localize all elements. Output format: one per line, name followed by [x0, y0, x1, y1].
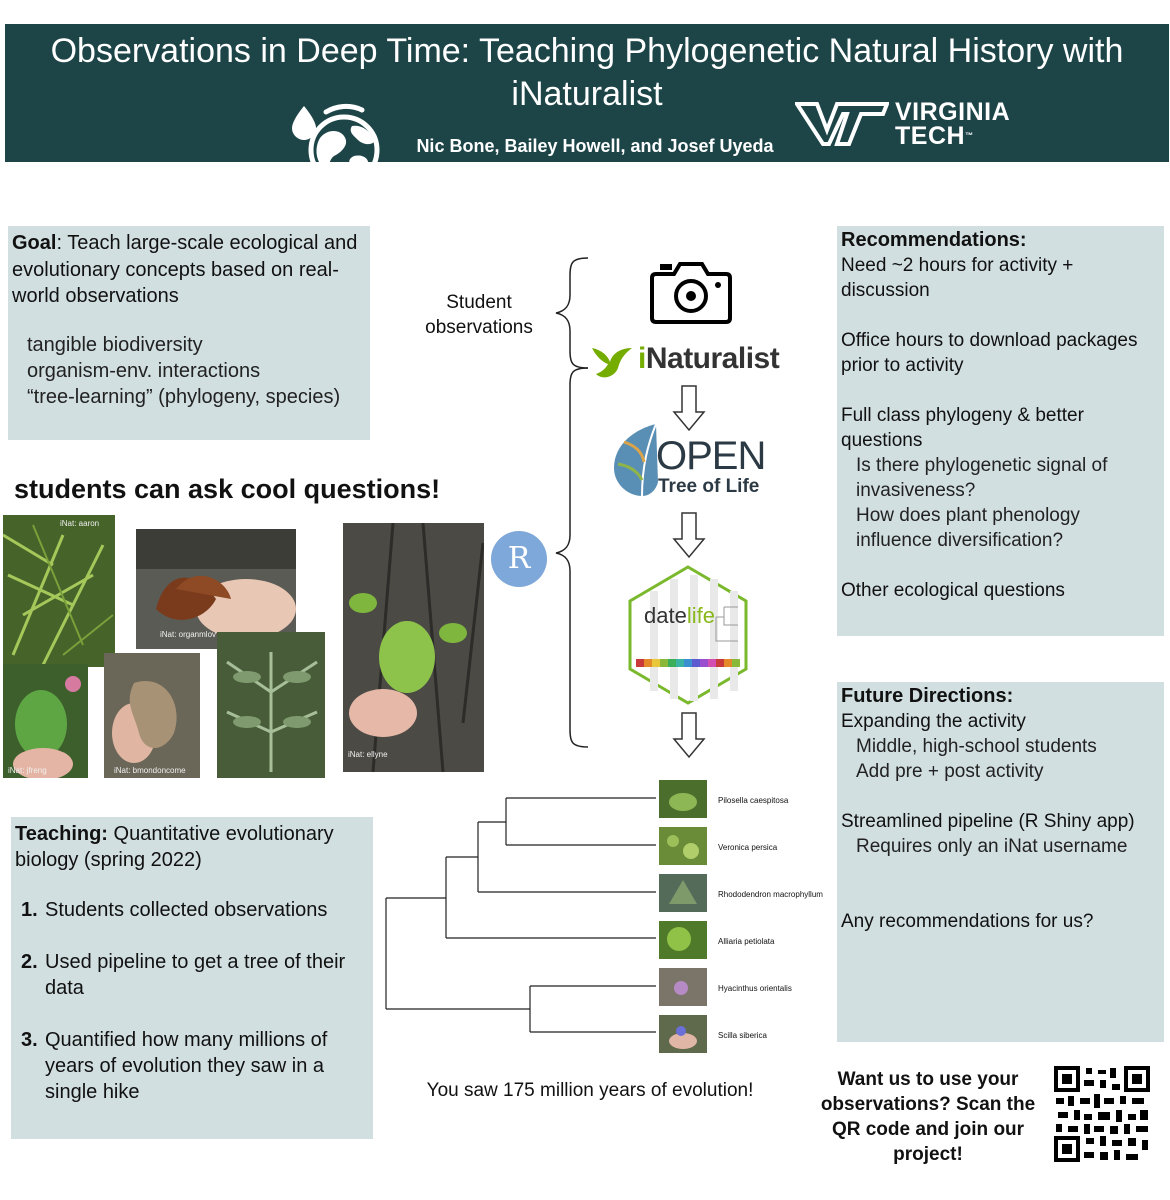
goal-label: Goal: [12, 232, 57, 254]
institution-line1: VIRGINIA: [895, 98, 1011, 126]
teaching-description: Quantitative evolutionary biology (sprin…: [15, 823, 334, 871]
datelife-hex-logo-icon: [628, 565, 748, 705]
goal-text: Goal: Teach large-scale ecological and e…: [12, 230, 366, 310]
species-label: Scilla siberica: [718, 1031, 767, 1040]
species-label: Veronica persica: [718, 843, 778, 852]
recommendation-item: Need ~2 hours for activity + discussion: [841, 255, 1074, 301]
recommendations-panel: Recommendations: Need ~2 hours for activ…: [837, 226, 1164, 636]
step-text: Quantified how many millions of years of…: [45, 1029, 328, 1103]
datelife-logo-text: datelife: [644, 603, 715, 629]
future-item: Streamlined pipeline (R Shiny app): [841, 811, 1135, 832]
goal-item: organism-env. interactions: [27, 359, 261, 382]
photo-credit: iNat: organmlov: [160, 630, 217, 639]
species-label: Pilosella caespitosa: [718, 796, 789, 805]
title-rest: Teaching Phylogenetic Natural History wi…: [470, 32, 1124, 113]
future-item: Any recommendations for us?: [841, 911, 1094, 932]
goal-description: : Teach large-scale ecological and evolu…: [12, 232, 358, 307]
arrow-down-icon: [672, 385, 706, 432]
photos-heading: students can ask cool questions!: [14, 474, 441, 504]
virginia-tech-logo-icon: [795, 102, 889, 146]
species-label: Alliaria petiolata: [718, 937, 775, 946]
species-photo: [659, 780, 707, 818]
trademark-mark: ™: [965, 131, 974, 140]
photo-credit: iNat: aaron: [60, 519, 100, 528]
authors: Nic Bone, Bailey Howell, and Josef Uyeda: [416, 136, 774, 156]
qr-code-icon[interactable]: [1054, 1066, 1150, 1162]
species-photo: [659, 1015, 707, 1053]
species-label: Rhododendron macrophyllum: [718, 890, 823, 899]
recommendation-item: Other ecological questions: [841, 580, 1065, 601]
evolution-caption: You saw 175 million years of evolution!: [426, 1080, 754, 1101]
brace-upper-icon: [555, 257, 589, 748]
inaturalist-logo: iNaturalist: [638, 342, 780, 376]
future-item: Expanding the activity: [841, 711, 1026, 732]
goal-item: “tree-learning” (phylogeny, species): [27, 385, 341, 408]
inaturalist-bird-icon: [592, 348, 632, 378]
recommendation-item: Office hours to download packages prior …: [841, 330, 1138, 376]
teaching-label: Teaching:: [15, 823, 108, 845]
photo-sapling: [343, 523, 484, 772]
photo-thistle: [217, 632, 325, 778]
photo-credit: iNat: jfreng: [8, 766, 47, 775]
future-subitem: Requires only an iNat username: [856, 836, 1128, 857]
species-photo: [659, 874, 707, 912]
photo-credit: iNat: ellyne: [348, 750, 388, 759]
future-directions-panel: Future Directions: Expanding the activit…: [837, 682, 1164, 1042]
photo-credit: iNat: bmondoncome: [114, 766, 186, 775]
photo-cedar: [3, 515, 115, 667]
future-subitem: Add pre + post activity: [856, 761, 1044, 782]
teaching-panel: Teaching: Quantitative evolutionary biol…: [11, 817, 373, 1139]
species-photo: [659, 827, 707, 865]
species-photo: [659, 968, 707, 1006]
inat-i: i: [638, 342, 646, 375]
institution-line2: TECH™: [895, 122, 974, 150]
step-number: 2.: [21, 951, 38, 973]
goal-panel: Goal: Teach large-scale ecological and e…: [8, 226, 370, 440]
header-banner: Observations in Deep Time: Teaching Phyl…: [5, 24, 1169, 182]
open-tree-tree-of-life: Tree of Life: [658, 476, 760, 497]
future-subitem: Middle, high-school students: [856, 736, 1097, 757]
institution-name: VIRGINIA TECH™: [895, 98, 1011, 150]
future-heading: Future Directions:: [841, 685, 1014, 707]
step-text: Used pipeline to get a tree of their dat…: [45, 951, 346, 999]
datelife-life: life: [686, 603, 715, 628]
arrow-down-icon: [672, 512, 706, 559]
title-bold: Observations in Deep Time:: [50, 32, 471, 70]
r-language-logo: R: [491, 531, 547, 587]
species-photo: [659, 921, 707, 959]
camera-icon: [650, 262, 732, 324]
teaching-heading: Teaching: Quantitative evolutionary biol…: [15, 821, 369, 873]
step-text: Students collected observations: [45, 899, 328, 921]
teaching-step: 3. Quantified how many millions of years …: [15, 1027, 369, 1105]
recommendation-subitem: How does plant phenology influence diver…: [856, 505, 1080, 551]
teaching-step: 1. Students collected observations: [15, 897, 369, 923]
recommendation-subitem: Is there phylogenetic signal of invasive…: [856, 455, 1108, 501]
goal-item: tangible biodiversity: [27, 333, 203, 356]
step-number: 1.: [21, 899, 38, 921]
student-observations-label: Student observations: [425, 292, 533, 338]
teaching-step: 2. Used pipeline to get a tree of their d…: [15, 949, 369, 1001]
step-number: 3.: [21, 1029, 38, 1051]
globe-drop-logo-icon: [292, 103, 380, 182]
photo-plant-hand: [3, 664, 88, 778]
photo-oak-leaf: [104, 653, 200, 778]
species-label: Hyacinthus orientalis: [718, 984, 792, 993]
open-tree-leaf-icon: [614, 423, 658, 497]
photo-leaf-hand: [136, 529, 296, 649]
arrow-down-icon: [672, 712, 706, 759]
recommendation-item: Full class phylogeny & better questions: [841, 405, 1084, 451]
teaching-steps: 1. Students collected observations 2. Used…: [15, 897, 369, 1105]
datelife-date: date: [644, 603, 687, 628]
poster-title: Observations in Deep Time: Teaching Phyl…: [5, 30, 1169, 116]
join-project-callout: Want us to use your observations? Scan t…: [820, 1069, 1036, 1165]
inat-rest: Naturalist: [645, 342, 780, 375]
goal-list: tangible biodiversity organism-env. inte…: [12, 332, 366, 410]
phylogeny-tree: [385, 797, 656, 1033]
recommendations-heading: Recommendations:: [841, 229, 1027, 251]
open-tree-open: OPEN: [656, 434, 766, 478]
